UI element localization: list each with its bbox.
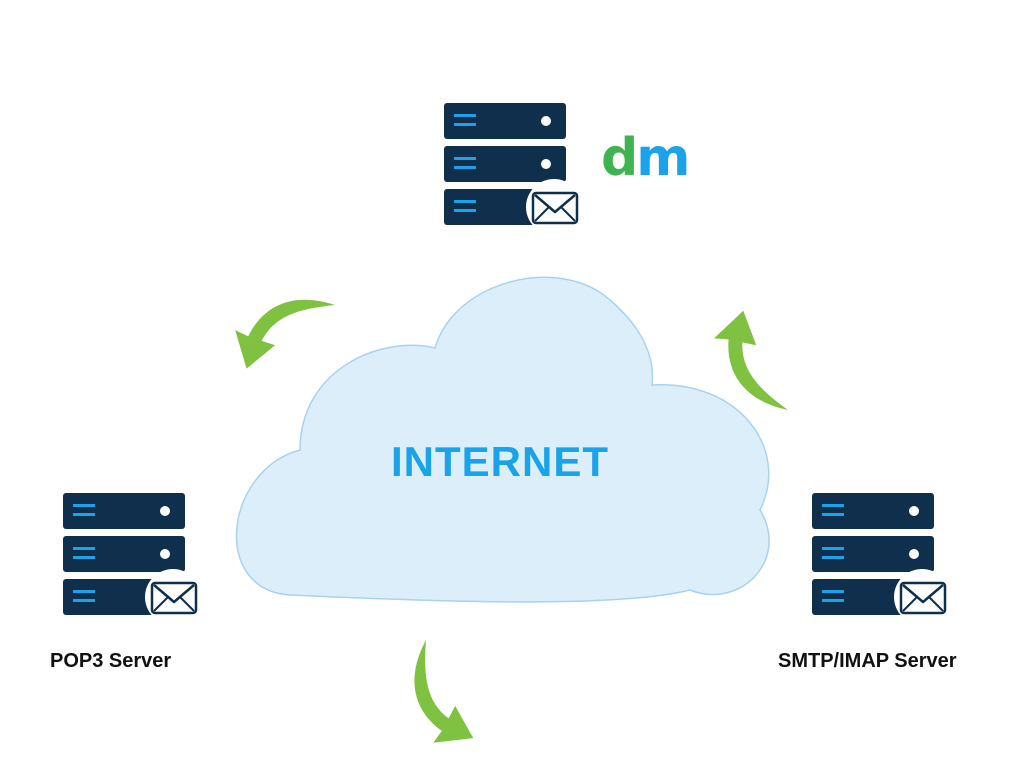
- dm-logo: dm: [601, 128, 690, 188]
- server-right-icon: [812, 493, 950, 625]
- arrow-top-left-icon: [228, 287, 336, 382]
- cloud-shape: [235, 276, 770, 603]
- logo-d: d: [601, 128, 638, 188]
- internet-label: INTERNET: [391, 438, 609, 485]
- internet-cloud: [235, 276, 770, 603]
- smtp-imap-server-label: SMTP/IMAP Server: [778, 650, 957, 672]
- pop3-server-label: POP3 Server: [50, 650, 172, 672]
- arrow-bottom-icon: [392, 639, 500, 756]
- logo-m: m: [636, 128, 690, 188]
- server-top-icon: [444, 103, 582, 235]
- server-left-icon: [63, 493, 201, 625]
- arrow-top-right-icon: [699, 304, 815, 412]
